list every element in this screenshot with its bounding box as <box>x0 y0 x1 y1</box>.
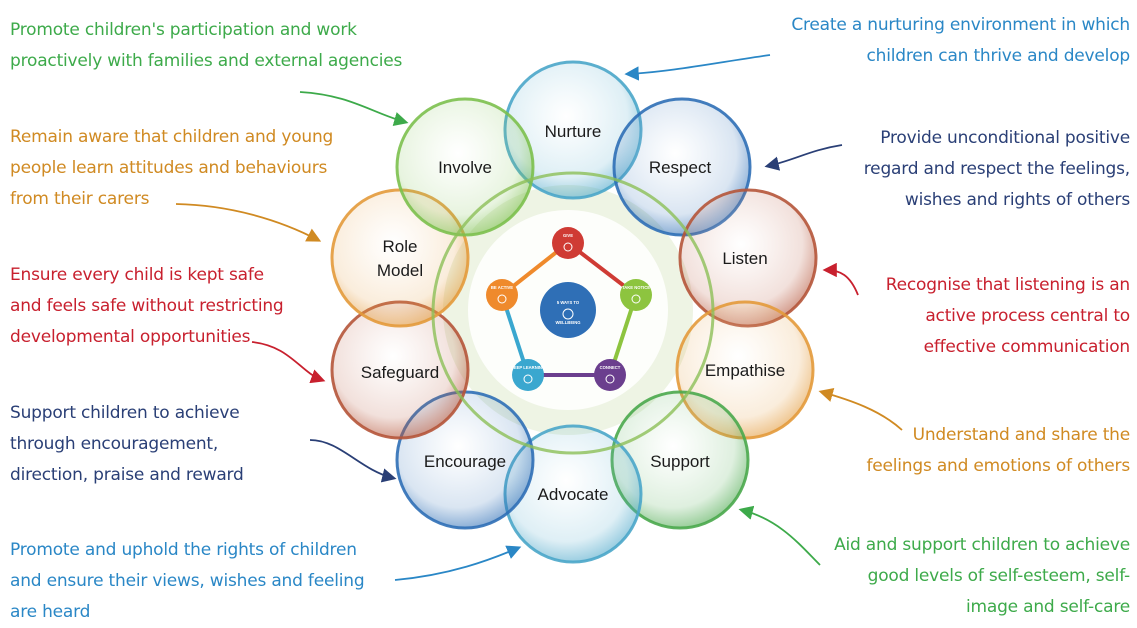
way-icon <box>497 294 507 304</box>
ways-hub-subtitle: WELLBEING <box>555 320 580 325</box>
connector-arrow <box>309 439 397 483</box>
ring-label-support: Support <box>650 452 710 471</box>
way-icon <box>563 242 573 252</box>
note-role-model: Remain aware that children and young peo… <box>10 127 334 209</box>
way-icon <box>631 294 641 304</box>
ring-circle-involve <box>395 97 535 237</box>
connector-arrow <box>738 505 821 566</box>
ring-label-advocate: Advocate <box>538 485 609 504</box>
note-respect: Provide unconditional positive regard an… <box>863 128 1130 210</box>
note-nurture: Create a nurturing environment in which … <box>791 15 1130 66</box>
way-label: BE ACTIVE <box>491 285 513 290</box>
ways-hub <box>540 282 596 338</box>
note-listen: Recognise that listening is an active pr… <box>885 275 1130 357</box>
note-advocate: Promote and uphold the rights of childre… <box>10 540 365 622</box>
inner-ring <box>431 171 715 455</box>
ring-label-role-model: Role <box>383 237 418 256</box>
wellbeing-emblem-icon <box>562 308 574 320</box>
note-safeguard: Ensure every child is kept safe and feel… <box>10 265 284 347</box>
ring-label-empathise: Empathise <box>705 361 785 380</box>
ring-label-encourage: Encourage <box>424 452 506 471</box>
connector-arrow <box>251 341 326 384</box>
ring-label-respect: Respect <box>649 158 712 177</box>
way-label: CONNECT <box>600 365 621 370</box>
way-icon <box>523 374 533 384</box>
way-icon <box>605 374 615 384</box>
connector-arrow <box>822 262 859 296</box>
ring-label-listen: Listen <box>722 249 767 268</box>
way-label: KEEP LEARNING <box>511 365 545 370</box>
ring-label-nurture: Nurture <box>545 122 602 141</box>
note-support: Aid and support children to achieve good… <box>834 535 1130 617</box>
connector-arrow <box>764 144 843 171</box>
connector-arrow <box>818 388 903 431</box>
note-encourage: Support children to achieve through enco… <box>10 403 244 485</box>
note-empathise: Understand and share the feelings and em… <box>866 425 1130 476</box>
connector-arrow <box>299 91 409 126</box>
way-label: GIVE <box>563 233 573 238</box>
connector-arrow <box>394 545 522 581</box>
ring-label-role-model: Model <box>377 261 423 280</box>
note-involve: Promote children's participation and wor… <box>10 20 403 71</box>
connector-arrow <box>624 54 771 81</box>
way-label: TAKE NOTICE <box>622 285 650 290</box>
ways-hub-title: 5 WAYS TO <box>557 300 580 305</box>
ring-label-involve: Involve <box>438 158 492 177</box>
ring-label-safeguard: Safeguard <box>361 363 439 382</box>
connector-arrow <box>175 203 322 242</box>
